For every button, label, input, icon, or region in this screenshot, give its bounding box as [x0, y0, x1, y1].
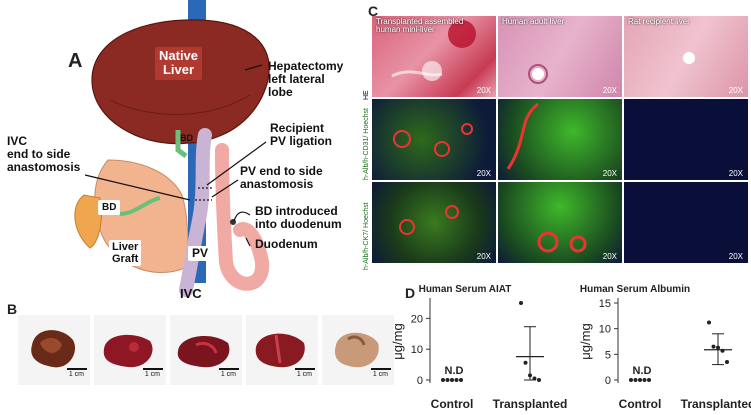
native-liver-label: Native Liver [155, 47, 202, 80]
category-label: Control [619, 397, 662, 411]
magnification-label: 20X [477, 252, 491, 261]
native-liver-shape [92, 20, 269, 144]
data-point [524, 361, 528, 365]
magnification-label: 20X [477, 86, 491, 95]
data-point [638, 378, 642, 382]
pv-anastomosis-label: PV end to side anastomosis [240, 165, 323, 191]
data-point [629, 378, 633, 382]
y-tick-label: 0 [605, 375, 611, 387]
magnification-label: 20X [603, 252, 617, 261]
ivc-anastomosis-label: IVC end to side anastomosis [7, 135, 80, 175]
y-tick-label: 10 [599, 324, 611, 336]
data-point [519, 301, 523, 305]
magnification-label: 20X [603, 86, 617, 95]
he-human-adult: Human adult liver 20X [498, 16, 622, 97]
data-point [707, 321, 711, 325]
magnification-label: 20X [477, 169, 491, 178]
graft-photo-1: 1 cm [18, 315, 90, 385]
ck7-human-adult: 20X [498, 182, 622, 263]
data-point [712, 345, 716, 349]
y-tick-label: 0 [417, 375, 423, 387]
data-point [455, 378, 459, 382]
cd31-transplanted: 20X [372, 99, 496, 180]
data-point [441, 378, 445, 382]
data-point [643, 378, 647, 382]
magnification-label: 20X [603, 169, 617, 178]
recipient-pv-label: Recipient PV ligation [270, 122, 332, 148]
graft-photo-2: 1 cm [94, 315, 166, 385]
y-tick-label: 10 [411, 344, 423, 356]
data-point [450, 378, 454, 382]
panel-letter-b: B [7, 301, 17, 317]
cd31-rat-recipient: 20X [624, 99, 748, 180]
column-caption: Transplanted assembled human mini-liver [376, 18, 463, 34]
bd-graft-label: BD [98, 200, 120, 215]
ck7-rat-recipient: 20X [624, 182, 748, 263]
category-label: Control [431, 397, 474, 411]
liver-graft-label: Liver Graft [109, 240, 141, 266]
data-point [537, 378, 541, 382]
scale-bar-label: 1 cm [69, 371, 84, 378]
data-point [459, 378, 463, 382]
chart-title: Human Serum Albumin [580, 284, 690, 295]
graft-photo-4: 1 cm [246, 315, 318, 385]
chart-title: Human Serum AIAT [419, 284, 512, 295]
magnification-label: 20X [729, 169, 743, 178]
y-axis-label: μg/mg [390, 323, 405, 359]
y-tick-label: 15 [599, 298, 611, 310]
data-point [725, 360, 729, 364]
cd31-human-adult: 20X [498, 99, 622, 180]
column-caption: Rat recipient liver [628, 18, 690, 26]
y-tick-label: 20 [411, 313, 423, 325]
row-label-ck7: h-Alb/h-CK7/ Hoechst [363, 202, 370, 270]
pv-graft-label: PV [188, 246, 212, 261]
nd-annotation: N.D [633, 365, 652, 377]
nd-annotation: N.D [445, 365, 464, 377]
row-label-he: HE [363, 90, 370, 100]
row-label-cd31: h-Alb/h-CD31/ Hoechst [363, 108, 370, 180]
he-rat-recipient: Rat recipient liver 20X [624, 16, 748, 97]
data-point [446, 378, 450, 382]
bd-top-label: BD [180, 134, 193, 144]
duodenum-label: Duodenum [255, 238, 318, 251]
bd-duodenum-label: BD introduced into duodenum [255, 205, 342, 231]
hepatectomy-label: Hepatectomy left lateral lobe [268, 60, 343, 100]
category-label: Transplanted [681, 397, 751, 411]
data-point [647, 378, 651, 382]
he-transplanted: Transplanted assembled human mini-liver … [372, 16, 496, 97]
data-point [634, 378, 638, 382]
ivc-label: IVC [180, 287, 202, 301]
y-tick-label: 5 [605, 349, 611, 361]
magnification-label: 20X [729, 86, 743, 95]
ck7-transplanted: 20X [372, 182, 496, 263]
graft-photo-3: 1 cm [170, 315, 242, 385]
category-label: Transplanted [493, 397, 568, 411]
scale-bar-label: 1 cm [297, 371, 312, 378]
column-caption: Human adult liver [502, 18, 564, 26]
magnification-label: 20X [729, 252, 743, 261]
scale-bar-label: 1 cm [145, 371, 160, 378]
scale-bar-label: 1 cm [221, 371, 236, 378]
y-axis-label: μg/mg [578, 323, 593, 359]
